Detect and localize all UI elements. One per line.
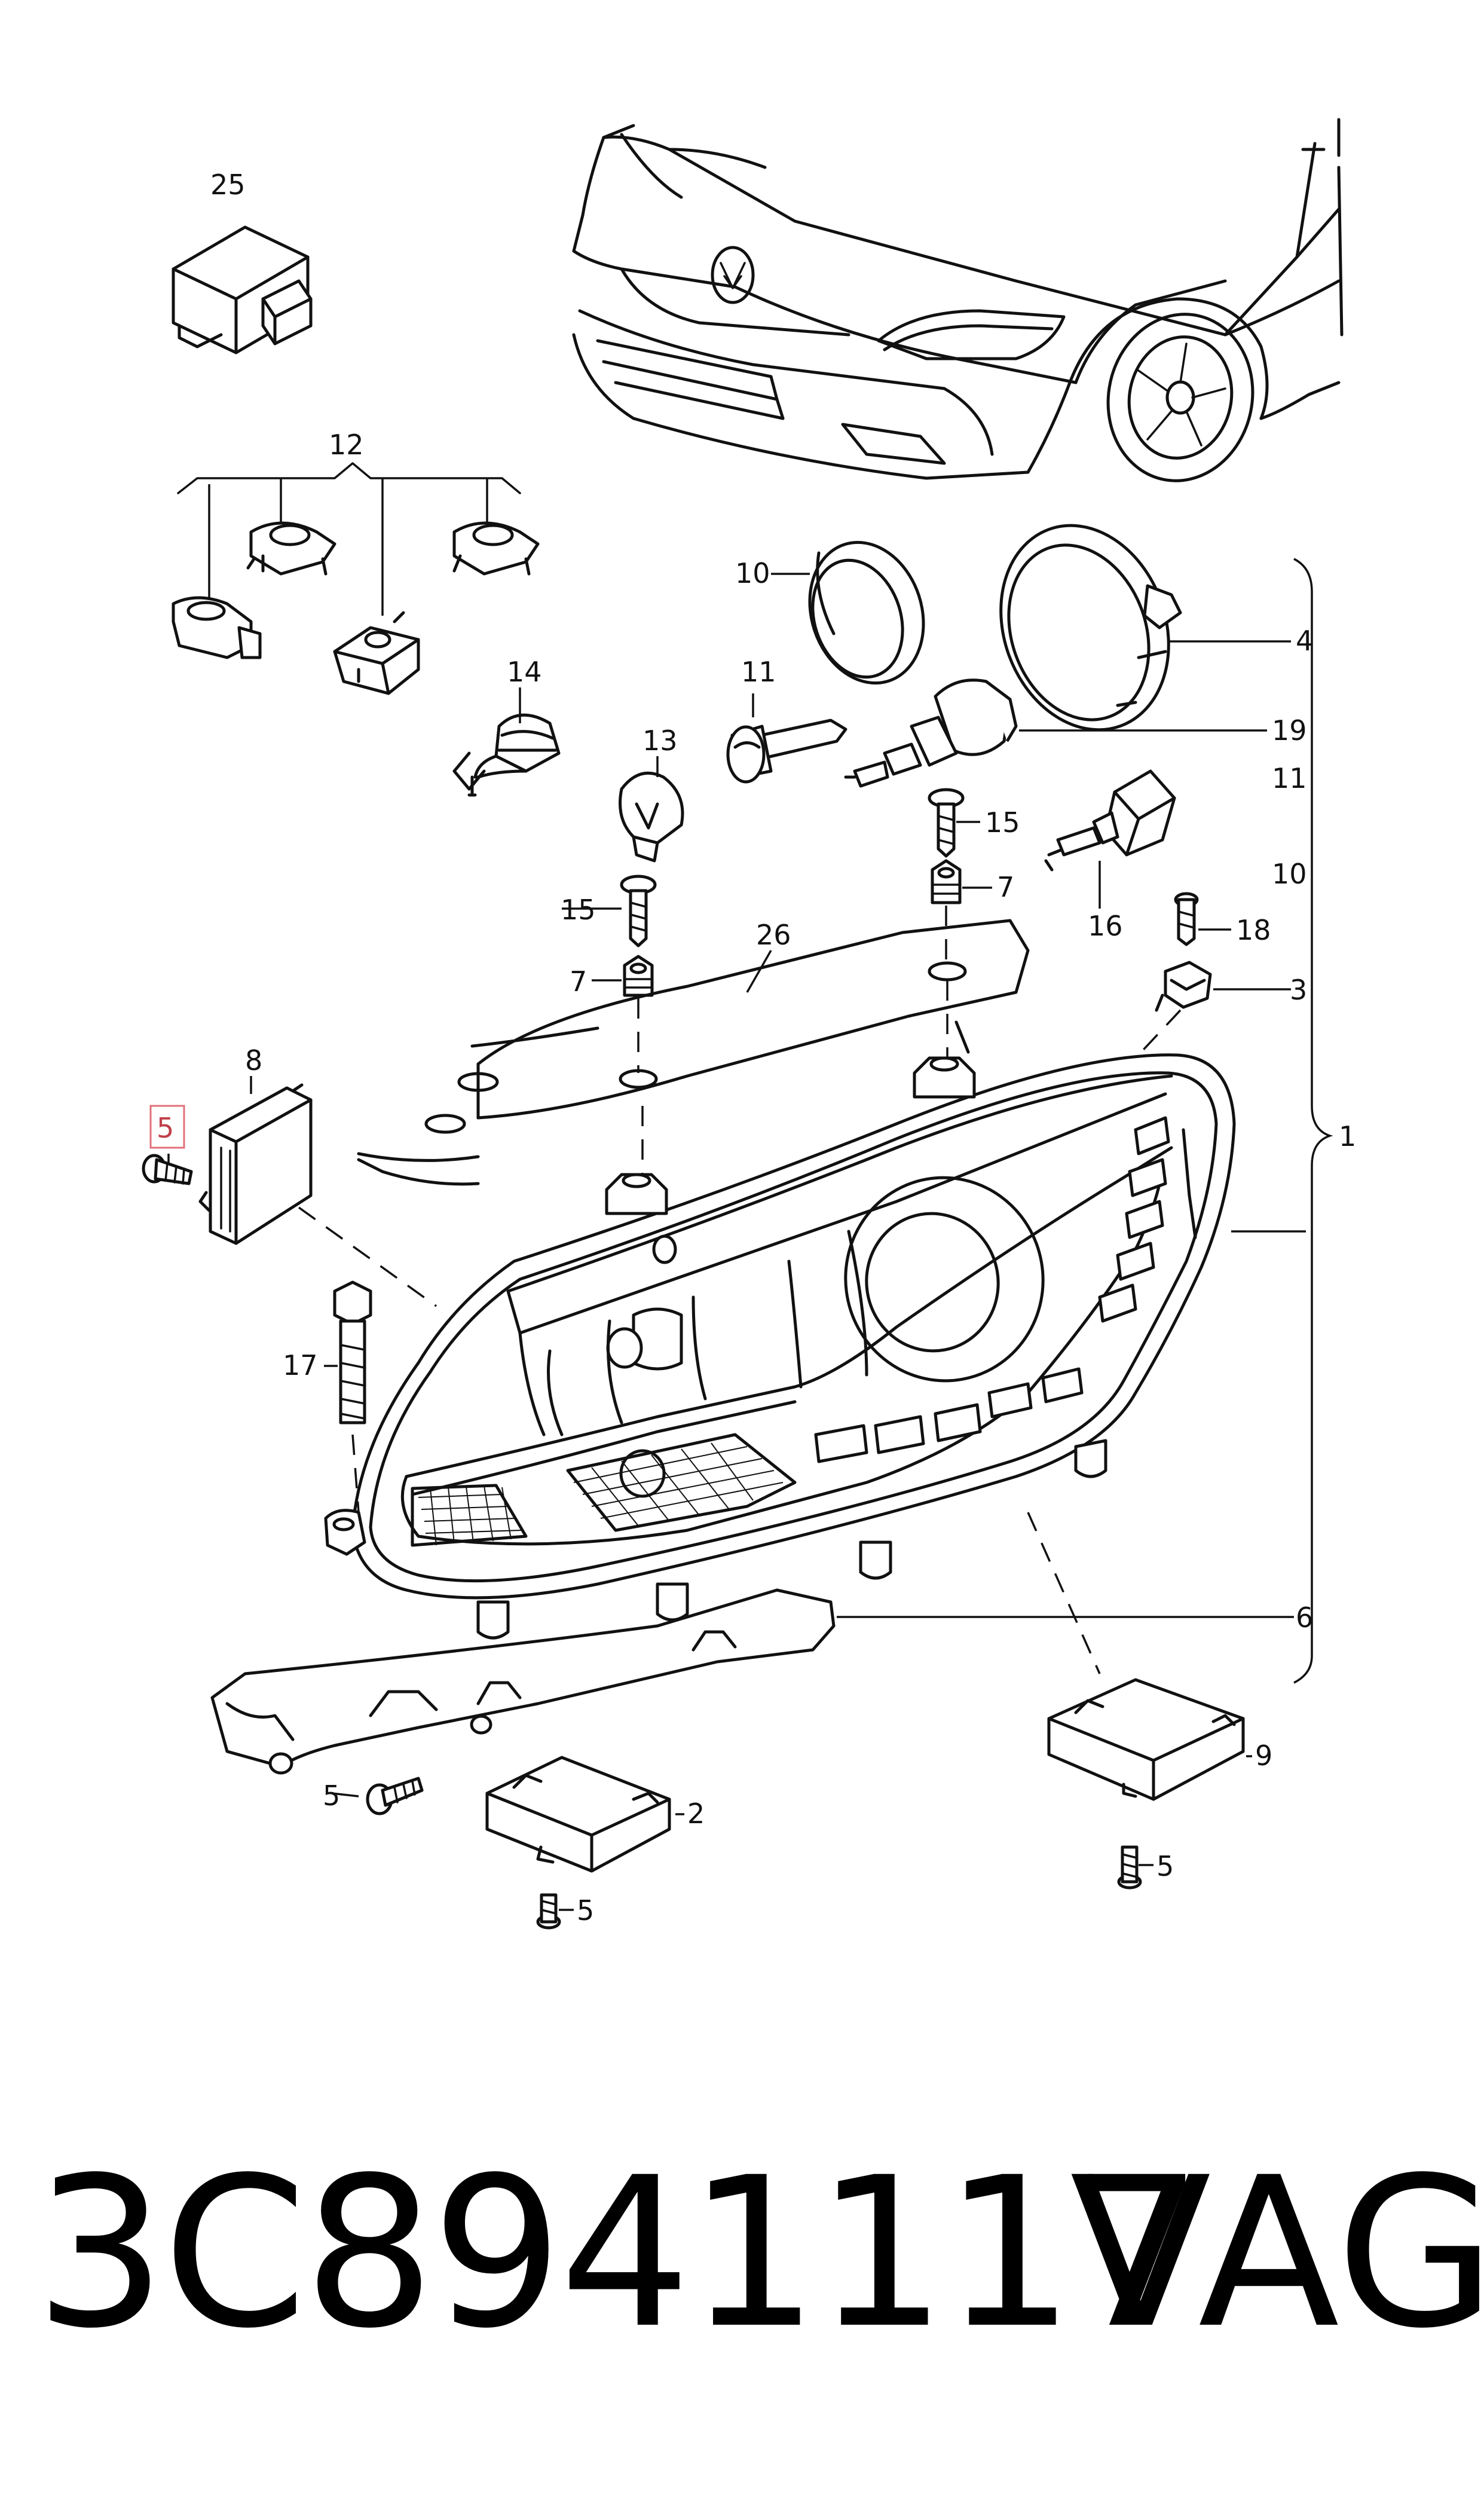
brand-caption: VAG (1070, 2133, 1484, 2374)
label-26: 26 (756, 919, 791, 951)
label-11-right: 11 (1272, 762, 1307, 794)
label-8: 8 (245, 1044, 262, 1077)
headlight-assembly-1 (324, 1053, 1236, 1640)
mounting-strip-6 (210, 1588, 836, 1775)
label-25: 25 (210, 169, 246, 201)
label-13: 13 (642, 724, 678, 757)
igniter-socket-11 (726, 719, 847, 784)
screw-18 (1174, 892, 1199, 946)
label-15-upper: 15 (985, 806, 1020, 839)
label-6: 6 (1296, 1601, 1313, 1634)
assembly-bracket-1 (1293, 558, 1333, 1684)
label-5-highlight-box (149, 1105, 185, 1149)
screw-5-left (142, 1154, 193, 1185)
label-10-top: 10 (735, 557, 770, 589)
screw-15-upper (928, 788, 965, 858)
control-unit-2 (485, 1756, 671, 1873)
screw-5-mid (366, 1777, 424, 1815)
retaining-ring-10 (808, 540, 925, 685)
screw-5-lower-left (536, 1893, 561, 1930)
label-9: 9 (1255, 1740, 1272, 1772)
small-bulb-13 (619, 771, 684, 863)
label-4: 4 (1296, 625, 1313, 657)
label-5-right: 5 (1156, 1850, 1174, 1882)
body-panel-outline (357, 1020, 970, 1186)
bolt-17 (333, 1280, 372, 1424)
exploded-parts-diagram: 25 12 10 4 11 14 19 13 11 15 10 7 15 16 … (142, 118, 1356, 1930)
nut-7-lower (623, 955, 654, 997)
label-1: 1 (1339, 1120, 1356, 1152)
label-2: 2 (687, 1797, 705, 1830)
label-11-top: 11 (741, 656, 776, 688)
part-number-caption: 3C8941117 (35, 2133, 1203, 2374)
label-7-upper: 7 (997, 871, 1014, 903)
label-18: 18 (1236, 914, 1271, 946)
car-front-illustration (572, 118, 1344, 482)
label-15-lower: 15 (561, 894, 596, 926)
bulb-with-socket-19 (844, 678, 1018, 788)
screw-5-lower-right (1117, 1845, 1142, 1890)
control-module-25 (172, 225, 313, 354)
label-12: 12 (329, 429, 364, 461)
label-5-mid: 5 (323, 1780, 340, 1812)
control-unit-9 (1047, 1678, 1245, 1801)
label-19: 19 (1272, 714, 1307, 747)
part-number-labels: 25 12 10 4 11 14 19 13 11 15 10 7 15 16 … (149, 169, 1356, 1927)
nut-7-upper (931, 859, 962, 904)
label-7-lower: 7 (570, 965, 587, 998)
clip-3 (1155, 961, 1212, 1012)
leader-lines (167, 573, 1306, 1911)
xenon-bulb-16 (1044, 769, 1176, 872)
label-10-right: 10 (1272, 858, 1307, 890)
ballast-module-8 (198, 1083, 313, 1245)
label-16: 16 (1088, 910, 1123, 942)
label-14: 14 (507, 656, 542, 688)
adjuster-bracket-group-12 (172, 462, 540, 695)
label-17: 17 (283, 1349, 318, 1381)
label-5-bottom: 5 (577, 1894, 594, 1927)
label-5-highlighted: 5 (157, 1112, 174, 1144)
label-3: 3 (1290, 974, 1307, 1006)
headlight-cover-ring-4 (999, 524, 1182, 732)
h7-bulb-14 (452, 713, 561, 797)
screw-15-lower (620, 875, 657, 947)
